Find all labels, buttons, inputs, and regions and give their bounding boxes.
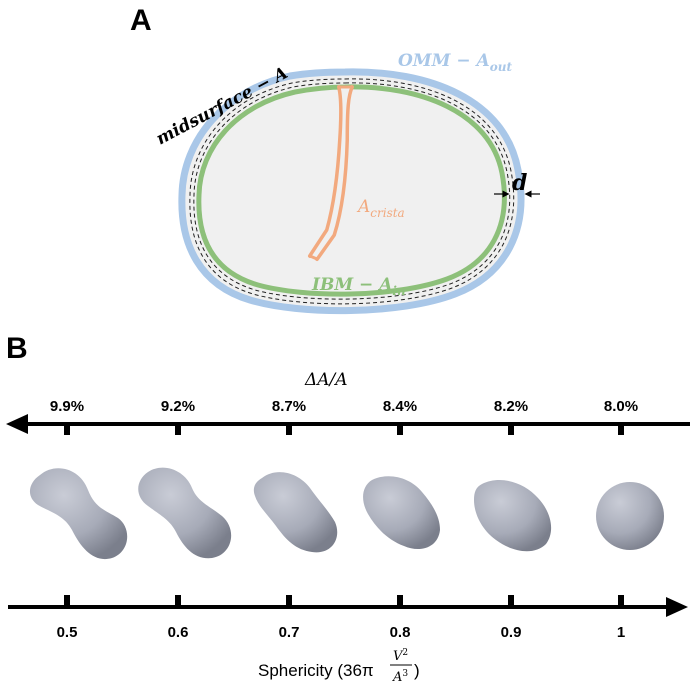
- top-axis-tick-5: [618, 424, 624, 435]
- shape-sphericity-0-9: [474, 480, 552, 552]
- bottom-axis-tick-label-3: 0.8: [390, 624, 411, 641]
- bottom-axis-tick-4: [508, 595, 514, 607]
- bottom-axis-tick-label-4: 0.9: [501, 624, 522, 641]
- omm-label: OMM − Aout: [398, 51, 512, 74]
- sphericity-fraction: V2 A3: [390, 648, 412, 685]
- bottom-axis-tick-label-0: 0.5: [57, 624, 78, 641]
- thickness-indicator: d: [494, 170, 540, 198]
- top-axis-tick-label-4: 8.2%: [494, 398, 528, 415]
- bottom-axis-tick-label-1: 0.6: [168, 624, 189, 641]
- top-axis-tick-label-1: 9.2%: [161, 398, 195, 415]
- bottom-axis-tick-2: [286, 595, 292, 607]
- top-axis-tick-label-0: 9.9%: [50, 398, 84, 415]
- bottom-axis-title-end: ): [414, 661, 420, 680]
- bottom-axis-tick-label-2: 0.7: [279, 624, 300, 641]
- top-axis-arrowhead: [6, 414, 28, 434]
- top-axis-tick-4: [508, 424, 514, 435]
- shape-sphericity-0-8: [363, 476, 440, 550]
- bottom-axis-tick-5: [618, 595, 624, 607]
- inner-membrane: [196, 84, 507, 297]
- top-axis-tick-0: [64, 424, 70, 435]
- panel-a-letter: A: [130, 4, 152, 37]
- shape-sphericity-0-6: [138, 467, 232, 559]
- crista-body: [308, 85, 354, 261]
- bottom-axis-tick-3: [397, 595, 403, 607]
- mitochondrion-diagram: [178, 68, 525, 315]
- midsurface-line: [189, 78, 515, 305]
- shape-sphericity-0-7: [253, 472, 338, 553]
- bottom-axis-tick-label-5: 1: [617, 624, 625, 641]
- shape-sphericity-0-5: [29, 468, 128, 560]
- fraction-denominator: A3: [392, 669, 408, 685]
- top-axis-tick-1: [175, 424, 181, 435]
- shape-row: [29, 467, 664, 560]
- top-axis-tick-3: [397, 424, 403, 435]
- thickness-label: d: [512, 170, 527, 196]
- bottom-axis: 0.5 0.6 0.7 0.8 0.9 1: [8, 595, 688, 641]
- ibm-label: IBM − Ain: [311, 275, 406, 298]
- top-axis: 9.9% 9.2% 8.7% 8.4% 8.2% 8.0%: [6, 398, 690, 435]
- bottom-axis-arrowhead: [666, 597, 688, 617]
- bottom-axis-title: Sphericity (36π: [258, 661, 374, 680]
- fraction-numerator: V2: [393, 648, 408, 664]
- bottom-axis-tick-1: [175, 595, 181, 607]
- shape-sphericity-1: [596, 482, 664, 550]
- top-axis-tick-label-2: 8.7%: [272, 398, 306, 415]
- outer-membrane: [178, 68, 525, 315]
- top-axis-tick-2: [286, 424, 292, 435]
- bottom-axis-tick-0: [64, 595, 70, 607]
- top-axis-tick-label-5: 8.0%: [604, 398, 638, 415]
- crista-label: Acrista: [356, 197, 405, 220]
- top-axis-tick-label-3: 8.4%: [383, 398, 417, 415]
- top-axis-title: ΔA/A: [304, 370, 348, 390]
- panel-b-letter: B: [6, 332, 28, 365]
